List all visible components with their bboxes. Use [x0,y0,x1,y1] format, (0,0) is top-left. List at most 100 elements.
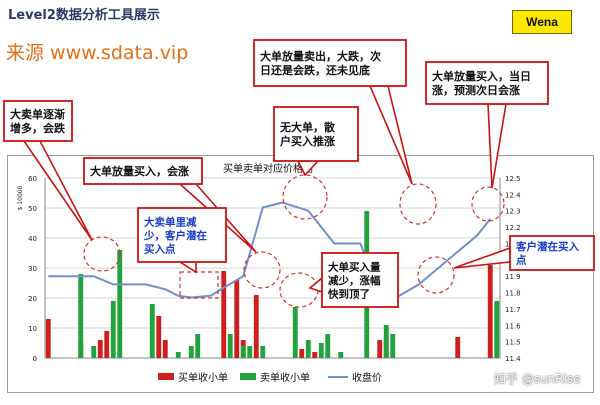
price-line [48,201,492,299]
callout-box [3,100,73,142]
bar [383,325,389,358]
y-axis-label: $ 10000 [17,185,24,210]
left-tick-label: 0 [33,355,37,363]
callout-text: 户买入推涨 [280,134,335,148]
bar [149,304,155,358]
source-watermark: 来源 www.sdata.vip [6,42,189,64]
callout-text: 少，客户潜在 [143,229,207,242]
bar [195,334,201,358]
callout-text: 大单买入量 [328,260,381,273]
callout-pointer [487,103,507,189]
callout-text: 无大单，散 [279,120,336,134]
right-tick-label: 12.3 [505,208,521,216]
bar [162,340,168,358]
legend-label: 收盘价 [352,371,382,384]
callout-box [253,39,407,87]
highlight-circle [471,186,505,222]
highlight-circle [279,272,319,308]
right-tick-label: 11.4 [505,355,521,363]
bar [188,346,194,358]
callout-pointer [177,261,197,274]
right-tick-label: 11.8 [505,290,521,298]
bar [45,319,51,358]
callout-text: 客户潜在买入 [515,240,579,253]
bar [117,250,123,358]
callout-box [425,61,549,105]
chart-title: 买单卖单对应价格图 [223,162,313,175]
brand-badge: Wena [512,10,572,34]
bar [325,334,331,358]
bar [260,346,266,358]
bar [455,337,461,358]
bar [247,346,253,358]
highlight-box [179,271,219,299]
callout-box [273,106,359,162]
bar [156,316,162,358]
callout-text: 大单放量买入，会涨 [90,164,189,178]
bar [221,271,227,358]
bar [78,274,84,358]
callout-pointer [453,246,511,269]
callout-pointer [308,276,323,294]
callout-text: 增多，会跌 [10,121,66,135]
bar [312,352,318,358]
left-tick-label: 10 [28,325,37,333]
highlight-circle [399,183,437,225]
bar [234,280,240,358]
page-title: Level2数据分析工具展示 [8,8,160,23]
left-tick-label: 40 [28,235,37,243]
callout-text: 减少，涨幅 [328,274,381,287]
legend-label: 买单收小单 [178,371,228,384]
highlight-circle [282,174,328,220]
callout-text: 大单放量买入，当日 [432,69,531,83]
legend-swatch [240,373,256,380]
callout-text: 大卖单逐渐 [10,107,65,121]
callout-text: 快到顶了 [327,287,370,300]
bar [104,331,110,358]
author-watermark: 知乎 @sunRise [494,372,581,386]
bar [305,340,311,358]
callout-pointer [368,85,413,185]
right-tick-label: 11.6 [505,322,521,330]
bar [227,334,233,358]
right-tick-label: 12.4 [505,191,521,199]
right-tick-label: 11.7 [505,306,521,314]
legend-label: 卖单收小单 [260,371,310,384]
bar [175,352,181,358]
right-tick-label: 12.2 [505,224,521,232]
left-tick-label: 30 [28,265,37,273]
callout-text: 日还是会跌，还未见底 [260,63,370,77]
left-tick-label: 50 [28,205,37,213]
bar [253,295,259,358]
callout-box [137,207,227,263]
callout-text: 大卖单里减 [144,215,197,228]
callout-text: 涨，预测次日会涨 [432,83,520,97]
right-tick-label: 11.5 [505,339,521,347]
bar [318,343,324,358]
callout-box [509,235,595,271]
highlight-circle [417,256,455,294]
bar [299,349,305,358]
bar [377,340,383,358]
legend-swatch [158,373,174,380]
bar [292,307,298,358]
highlight-circle [83,236,121,272]
callout-c3: 大单放量买入，当日涨，预测次日会涨 [425,61,549,189]
highlight-circle [243,251,281,289]
callout-text: 买入点 [144,242,176,255]
callout-text: 点 [516,254,527,267]
right-tick-label: 11.9 [505,273,521,281]
bar [110,301,116,358]
callout-box [83,157,203,185]
bar [338,352,344,358]
legend: 买单收小单 卖单收小单 收盘价 [158,371,382,384]
bar [487,265,493,358]
bar [91,346,97,358]
bar [97,340,103,358]
